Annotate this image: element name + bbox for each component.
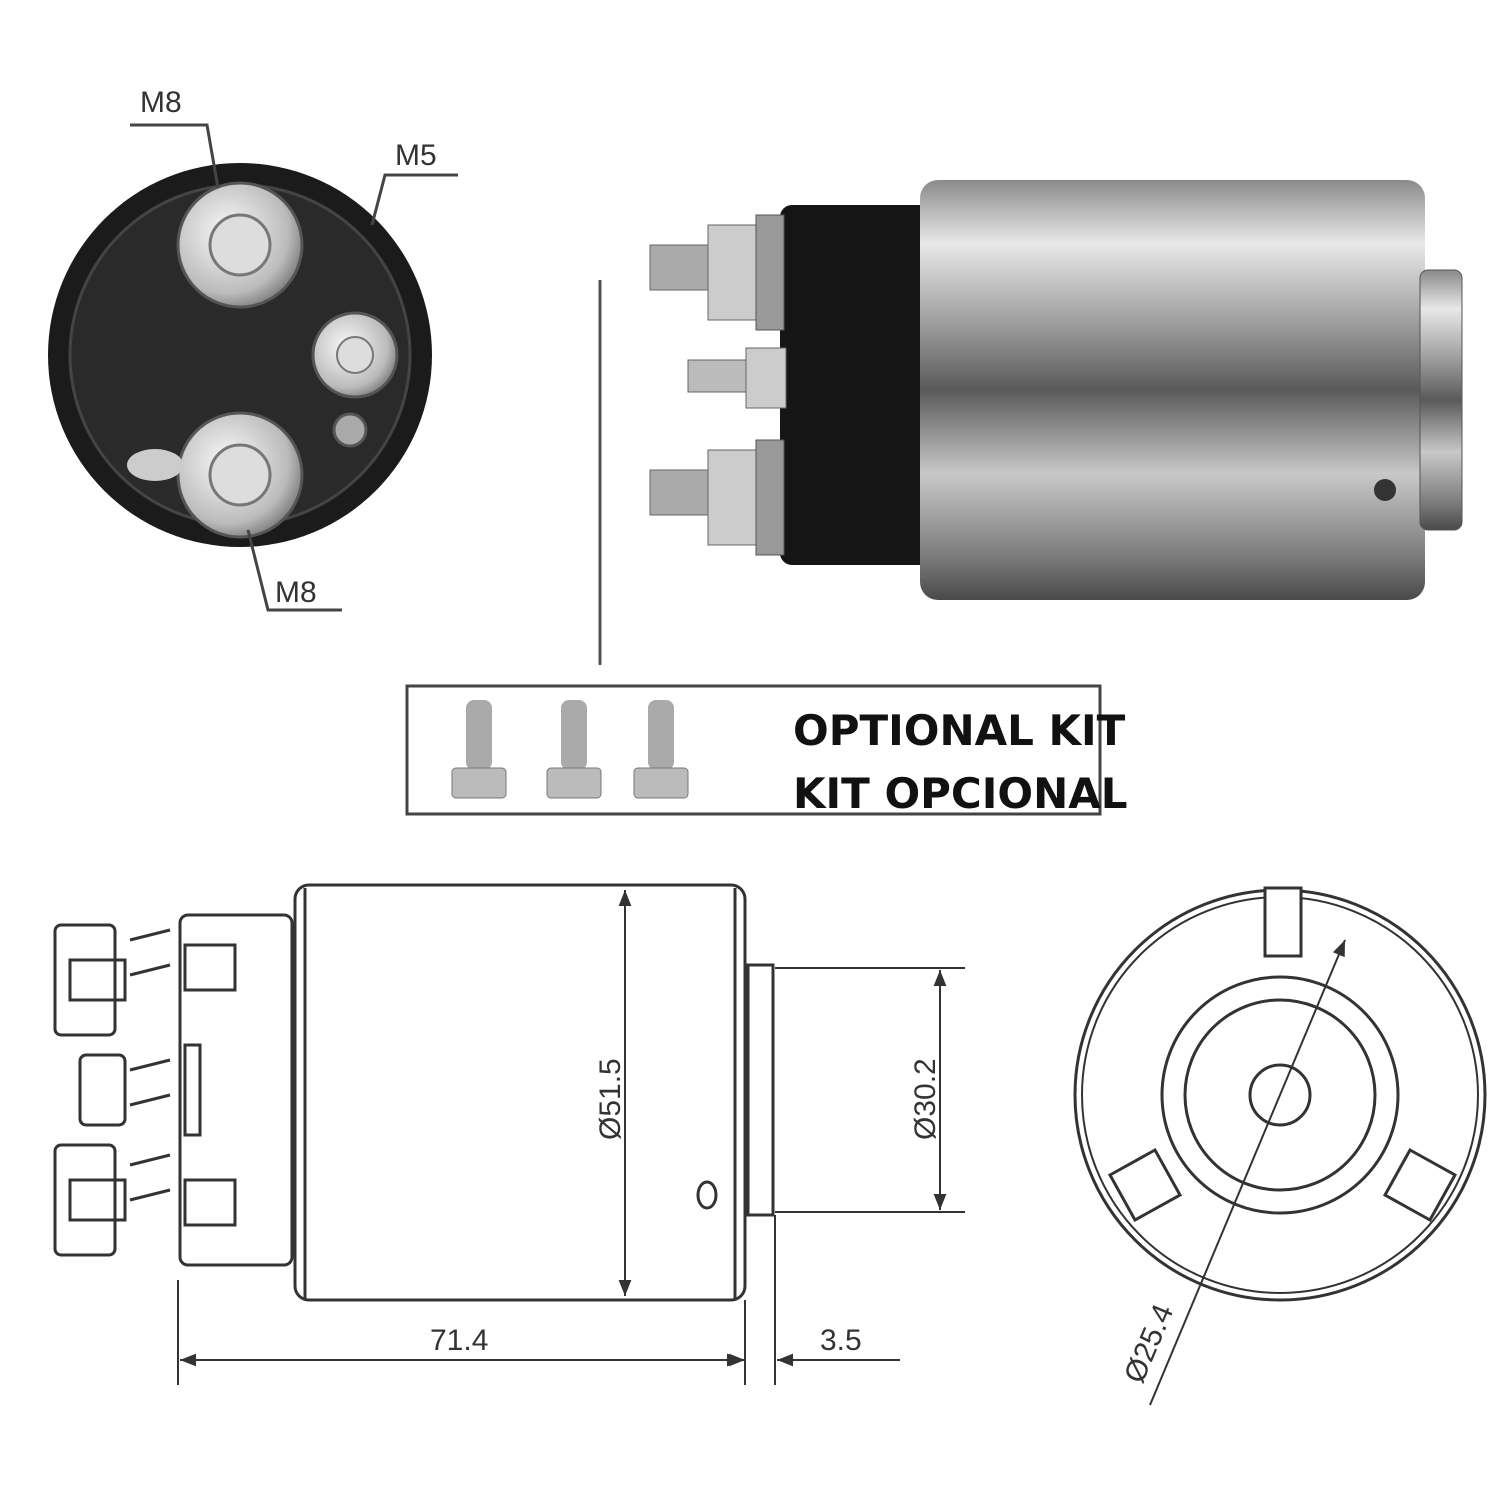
dim-nose-diameter: Ø30.2 [909, 1058, 942, 1140]
end-dimension-drawing [1073, 886, 1487, 1406]
bolt-icon [633, 700, 689, 799]
dim-body-length: 71.4 [430, 1324, 488, 1357]
stud-bottom [649, 439, 785, 556]
kit-label-english: OPTIONAL KIT [793, 706, 1126, 755]
terminal-m5 [311, 311, 399, 448]
label-m8-bottom: M8 [275, 576, 317, 609]
stud-middle [687, 347, 787, 409]
side-view-photo [649, 180, 1463, 600]
end-view-photo: M8 M5 M8 [48, 86, 458, 612]
dim-body-diameter: Ø51.5 [594, 1058, 627, 1140]
dim-nose-length: 3.5 [820, 1324, 862, 1357]
terminal-m8-top [176, 181, 304, 309]
leader-line-m5 [370, 173, 458, 226]
bolt-icon [546, 700, 602, 799]
leader-line-m8-top [130, 123, 220, 189]
side-dimension-drawing [53, 883, 965, 1385]
dim-line-bore-diameter [1149, 939, 1346, 1406]
dim-bore-diameter: Ø25.4 [1118, 1300, 1180, 1388]
bolt-icon [451, 700, 507, 799]
leader-line-m8-bottom [246, 529, 342, 612]
terminal-m8-bottom [127, 411, 304, 539]
label-m5: M5 [395, 139, 437, 172]
kit-label-spanish: KIT OPCIONAL [793, 769, 1128, 818]
optional-kit-box: OPTIONAL KIT KIT OPCIONAL [405, 684, 1128, 818]
stud-top [649, 214, 785, 331]
label-m8-top: M8 [140, 86, 182, 119]
